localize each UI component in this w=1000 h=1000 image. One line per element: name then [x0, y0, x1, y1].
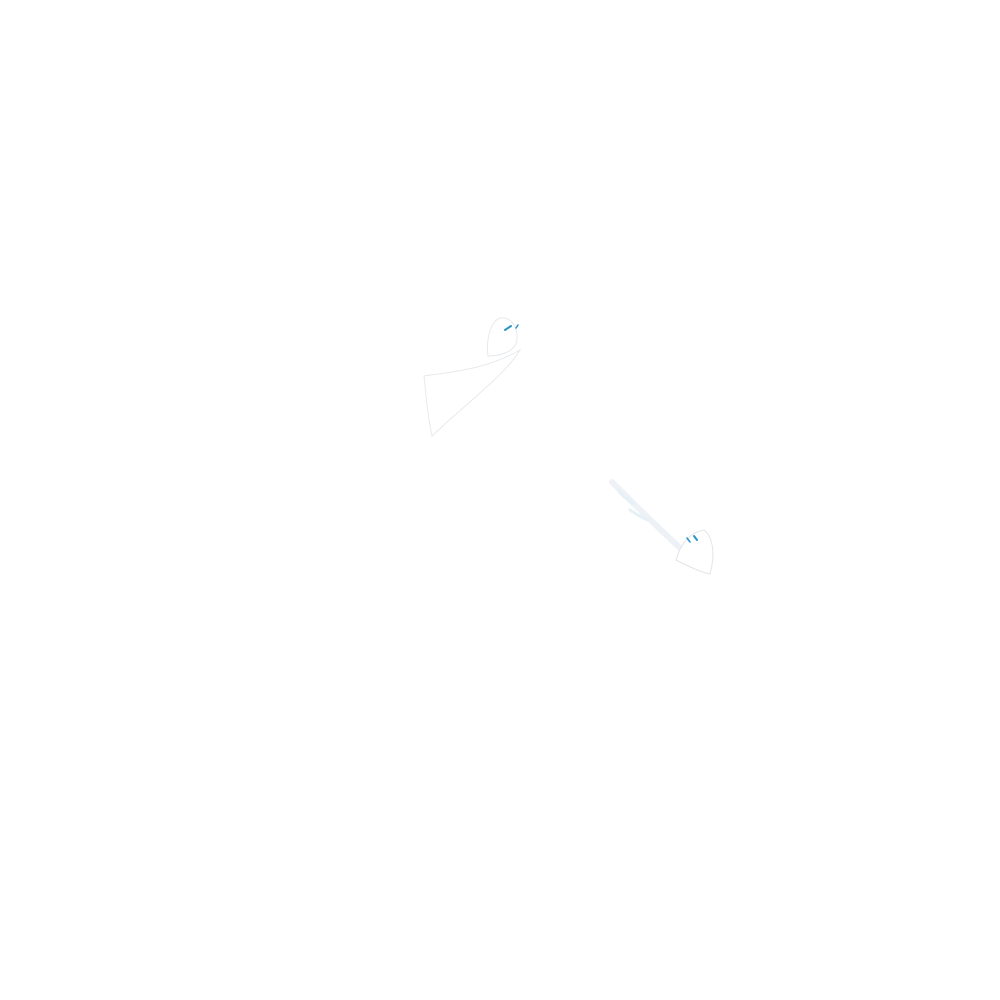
- ribbon-sketch-icon-upper: [423, 317, 522, 437]
- ribbon-tail-lower-detail: [616, 488, 650, 522]
- ribbon-body-upper: [423, 348, 522, 437]
- ribbon-body-lower: [675, 529, 714, 575]
- accent-mark-lower-1: [686, 537, 691, 543]
- accent-mark-lower-2: [693, 535, 698, 541]
- ribbon-loop-upper: [487, 317, 518, 357]
- accent-mark-upper-2: [515, 324, 519, 329]
- accent-mark-upper-1: [504, 325, 512, 331]
- ribbon-sketch-icon-lower: [609, 479, 714, 575]
- ribbon-tail-lower: [609, 479, 683, 551]
